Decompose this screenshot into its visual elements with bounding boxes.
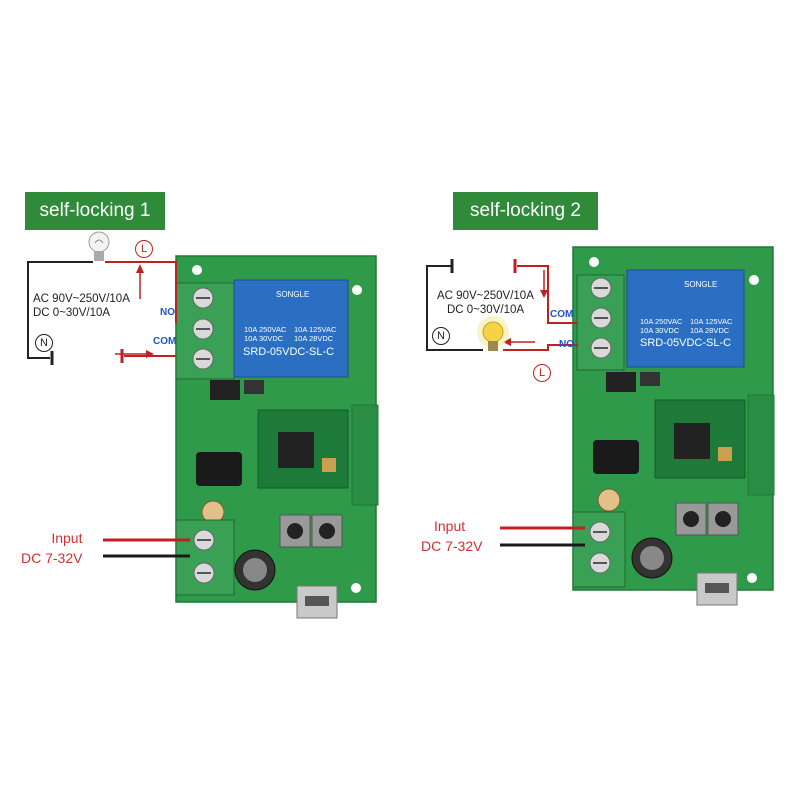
live-symbol: L: [533, 364, 551, 382]
input-label: Input DC 7-32V: [421, 518, 483, 554]
live-symbol: L: [135, 240, 153, 258]
neutral-symbol: N: [432, 327, 450, 345]
load-spec: AC 90V~250V/10A DC 0~30V/10A: [33, 293, 130, 319]
load-wiring: [27, 261, 177, 365]
lightbulb-on-icon: [477, 316, 509, 351]
microcontroller-chip: [674, 423, 710, 459]
terminal-com-label: COM: [550, 309, 574, 320]
terminal-no-label: NO: [160, 307, 175, 318]
rf-coil: [593, 440, 639, 474]
power-terminal-block: [572, 511, 626, 588]
push-button: [707, 502, 739, 536]
load-spec: AC 90V~250V/10A DC 0~30V/10A: [437, 290, 534, 316]
load-wiring: [426, 259, 578, 351]
rf-coil: [196, 452, 242, 486]
relay-terminal-block: [576, 274, 625, 371]
input-wiring: [103, 538, 190, 558]
panel-title: self-locking 2: [453, 192, 598, 230]
antenna-module: [747, 394, 775, 496]
input-wiring: [500, 526, 585, 547]
capacitor: [597, 488, 621, 512]
terminal-no-label: NO: [559, 339, 574, 350]
terminal-com-label: COM: [153, 336, 177, 347]
neutral-symbol: N: [35, 334, 53, 352]
lightbulb-off-icon: [88, 231, 110, 261]
relay: [626, 269, 745, 368]
input-label: Input DC 7-32V: [21, 530, 83, 566]
panel-title: self-locking 1: [25, 192, 165, 230]
relay: [233, 279, 349, 378]
microcontroller-chip: [278, 432, 314, 468]
antenna-module: [351, 404, 379, 506]
